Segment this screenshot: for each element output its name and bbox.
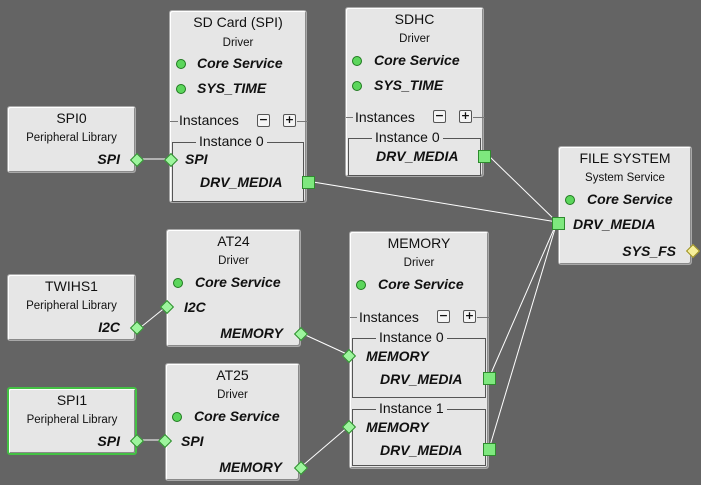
filesystem-drv-media-port-connector[interactable] xyxy=(552,217,565,230)
port-spi-label: SPI xyxy=(185,151,208,167)
instance-0-label: Instance 0 xyxy=(372,129,443,145)
wire-memory-inst1-filesystem xyxy=(488,221,558,450)
dependency-satisfied-icon xyxy=(173,278,183,288)
twihs1-peripheral-node[interactable]: TWIHS1 Peripheral Library I2C xyxy=(7,274,136,341)
port-memory-label: MEMORY xyxy=(366,419,429,435)
sd-card-spi-driver-node[interactable]: SD Card (SPI) Driver Core Service SYS_TI… xyxy=(169,10,308,203)
node-title: FILE SYSTEM xyxy=(579,150,671,166)
sdhc-driver-node[interactable]: SDHC Driver Core Service SYS_TIME Instan… xyxy=(345,7,485,177)
dependency-core-service: Core Service xyxy=(378,276,464,292)
separator xyxy=(350,317,357,318)
port-i2c-label: I2C xyxy=(184,299,206,315)
port-spi-label: SPI xyxy=(97,433,120,449)
remove-instance-button[interactable]: − xyxy=(437,309,450,323)
node-subtitle: Peripheral Library xyxy=(26,132,117,144)
port-drv-media-label: DRV_MEDIA xyxy=(376,148,459,164)
node-title: SDHC xyxy=(394,11,435,27)
instances-label: Instances xyxy=(179,112,239,128)
spi0-peripheral-node[interactable]: SPI0 Peripheral Library SPI xyxy=(7,106,136,173)
node-subtitle: Driver xyxy=(222,37,254,49)
separator xyxy=(297,121,308,122)
add-instance-button[interactable]: + xyxy=(283,113,296,127)
instance-1-label: Instance 1 xyxy=(376,400,447,416)
separator xyxy=(346,117,353,118)
instances-label: Instances xyxy=(359,309,419,325)
add-instance-button[interactable]: + xyxy=(459,109,472,123)
file-system-service-node[interactable]: FILE SYSTEM System Service Core Service … xyxy=(558,146,692,265)
remove-instance-button[interactable]: − xyxy=(257,113,270,127)
spi1-peripheral-node[interactable]: SPI1 Peripheral Library SPI xyxy=(7,387,137,455)
instance-0-label: Instance 0 xyxy=(376,329,447,345)
remove-instance-button[interactable]: − xyxy=(433,109,446,123)
separator xyxy=(170,121,178,122)
node-subtitle: Peripheral Library xyxy=(26,300,117,312)
add-instance-button[interactable]: + xyxy=(463,309,476,323)
port-sys-fs-label: SYS_FS xyxy=(622,243,676,259)
port-drv-media-label: DRV_MEDIA xyxy=(380,442,463,458)
wire-at24-memory-inst0 xyxy=(300,332,350,356)
wire-sdcard-filesystem xyxy=(312,181,558,223)
node-subtitle: Driver xyxy=(218,255,249,267)
port-drv-media-label: DRV_MEDIA xyxy=(380,371,463,387)
node-title: SPI0 xyxy=(56,110,87,126)
node-subtitle: Peripheral Library xyxy=(26,414,118,426)
at25-driver-node[interactable]: AT25 Driver Core Service SPI MEMORY xyxy=(165,363,300,481)
port-spi-label: SPI xyxy=(181,433,204,449)
node-title: MEMORY xyxy=(387,235,451,251)
dependency-sys-time: SYS_TIME xyxy=(374,77,444,93)
node-title: AT24 xyxy=(217,233,250,249)
separator xyxy=(477,317,490,318)
sdcard-drv-media-port-connector[interactable] xyxy=(302,176,315,189)
separator xyxy=(473,117,485,118)
sdhc-drv-media-port-connector[interactable] xyxy=(478,150,491,163)
node-subtitle: System Service xyxy=(585,172,665,184)
port-memory-label: MEMORY xyxy=(366,348,429,364)
memory-driver-node[interactable]: MEMORY Driver Core Service Instances − +… xyxy=(349,231,490,469)
port-spi-label: SPI xyxy=(97,151,120,167)
node-title: SPI1 xyxy=(56,392,88,408)
instance-group xyxy=(352,338,486,398)
dependency-sys-time: SYS_TIME xyxy=(197,80,267,96)
instances-label: Instances xyxy=(355,109,415,125)
wire-at25-memory-inst1 xyxy=(300,425,350,468)
wire-sdhc-filesystem xyxy=(488,155,558,223)
wire-memory-inst0-filesystem xyxy=(488,221,558,379)
instance-0-label: Instance 0 xyxy=(196,133,267,149)
node-title: AT25 xyxy=(216,367,249,383)
node-title: SD Card (SPI) xyxy=(193,14,283,30)
dependency-satisfied-icon xyxy=(352,56,362,66)
node-title: TWIHS1 xyxy=(45,278,98,294)
dependency-satisfied-icon xyxy=(356,280,366,290)
instance-group xyxy=(172,142,304,202)
dependency-core-service: Core Service xyxy=(587,191,673,207)
port-memory-label: MEMORY xyxy=(220,325,283,341)
dependency-core-service: Core Service xyxy=(197,55,283,71)
port-i2c-label: I2C xyxy=(98,319,120,335)
dependency-core-service: Core Service xyxy=(374,52,460,68)
memory-instance0-drv-media-port-connector[interactable] xyxy=(483,372,496,385)
instance-group xyxy=(352,409,486,466)
memory-instance1-drv-media-port-connector[interactable] xyxy=(483,443,496,456)
dependency-core-service: Core Service xyxy=(194,408,280,424)
dependency-satisfied-icon xyxy=(565,195,575,205)
dependency-satisfied-icon xyxy=(352,81,362,91)
port-drv-media-label: DRV_MEDIA xyxy=(200,174,283,190)
port-drv-media-label: DRV_MEDIA xyxy=(573,216,656,232)
node-subtitle: Driver xyxy=(399,33,430,45)
dependency-satisfied-icon xyxy=(176,59,186,69)
at24-driver-node[interactable]: AT24 Driver Core Service I2C MEMORY xyxy=(166,229,301,347)
dependency-core-service: Core Service xyxy=(195,274,281,290)
port-memory-label: MEMORY xyxy=(219,459,282,475)
dependency-satisfied-icon xyxy=(172,412,182,422)
dependency-satisfied-icon xyxy=(176,84,186,94)
node-subtitle: Driver xyxy=(217,389,248,401)
node-subtitle: Driver xyxy=(403,257,435,269)
